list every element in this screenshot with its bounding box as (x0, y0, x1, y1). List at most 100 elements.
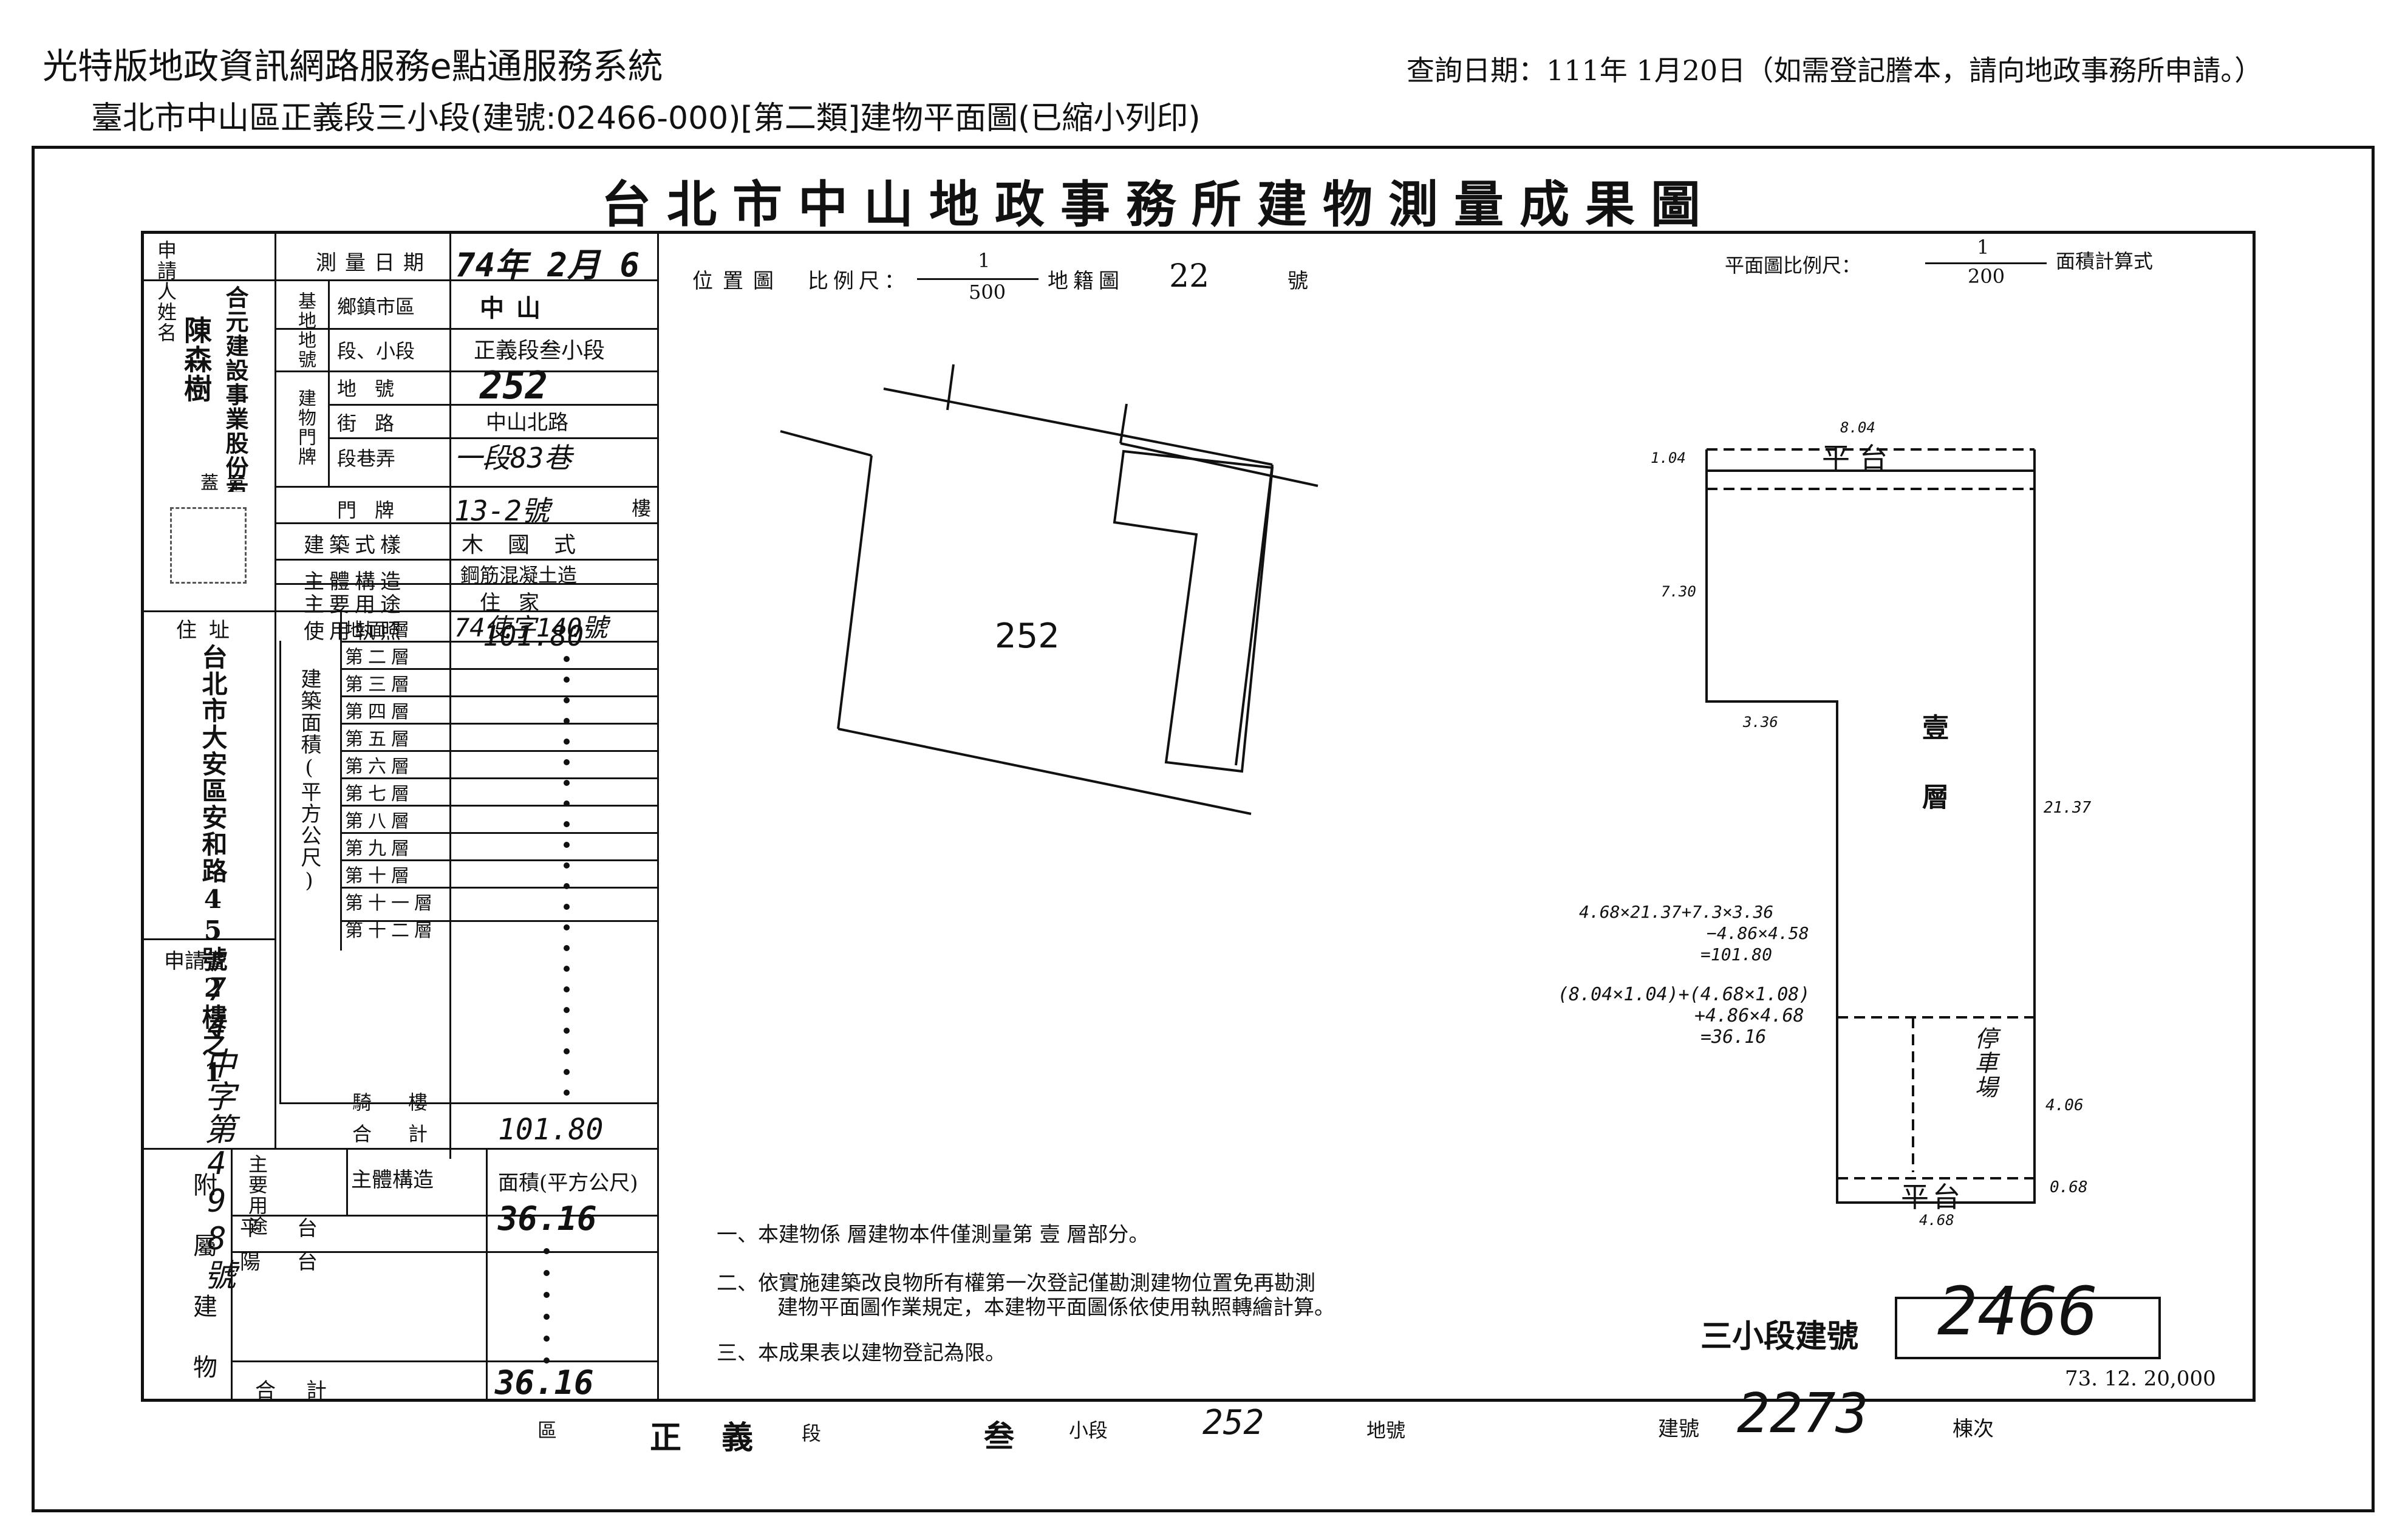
footer-subsection: 叁 (984, 1418, 1014, 1454)
location-scale-den: 500 (969, 281, 1006, 304)
annex-row-use: 平台 (240, 1217, 354, 1241)
floor-row-label: 第八層 (345, 811, 414, 832)
floor-row-label: 第十層 (345, 865, 414, 887)
placeholder-dot (564, 1028, 570, 1034)
placeholder-dot (544, 1248, 550, 1254)
footer-bno-suffix: 棟次 (1953, 1417, 1994, 1441)
section-value: 正義段叁小段 (474, 338, 605, 363)
floor-row-label: 第十二層 (345, 920, 437, 941)
floor-total-area: 101.80 (498, 1113, 604, 1147)
placeholder-dot (564, 656, 570, 662)
dim-label: 4.68 (1919, 1212, 1954, 1229)
annex-row-area: 36.16 (498, 1200, 597, 1238)
location-lot-label: 252 (995, 616, 1060, 656)
system-title: 光特版地政資訊網路服務e點通服務系統 (43, 46, 663, 87)
floor-row-label: 第七層 (345, 783, 414, 805)
survey-form (141, 231, 2256, 1402)
area-calc-line: 4.68×21.37+7.3×3.36 (1579, 902, 1774, 922)
door-plate-label: 建物門牌 (295, 389, 316, 466)
applicant-person: 陳森樹 (180, 316, 213, 403)
seal-label: 蓋章 (200, 473, 254, 494)
note-line: 一、本建物係 層建物本件僅測量第 壹 層部分。 (717, 1223, 1150, 1247)
floor-row-label: 第四層 (345, 701, 414, 723)
building-number-stamp-box (1895, 1297, 2161, 1359)
applicant-label: 申請人姓名 (154, 240, 177, 343)
permit-value: 74使字140號 (454, 613, 608, 643)
survey-date-label: 測量日期 (316, 251, 432, 275)
application-number: 74中字第498號 (199, 972, 235, 1291)
district-label: 鄉鎮市區 (337, 295, 415, 318)
section-label: 段、小段 (337, 340, 415, 363)
floor-row-label: 第六層 (345, 756, 414, 777)
parcel-map-no: 22 (1169, 258, 1210, 295)
placeholder-dot (564, 697, 570, 703)
lot-label: 地號 (337, 377, 413, 400)
footer-lot-suffix: 地號 (1366, 1419, 1406, 1442)
placeholder-dot (564, 862, 570, 869)
floor-plan-drawing (1705, 448, 2036, 1204)
ground-floor-area: 101.80 (483, 620, 584, 652)
area-calc-line: +4.86×4.68 (1694, 1005, 1804, 1026)
dim-label: 3.36 (1743, 714, 1778, 731)
annex-total-label: 合計 (255, 1379, 357, 1403)
street-value: 中山北路 (486, 411, 568, 435)
footer-subsection-suffix: 小段 (1069, 1419, 1108, 1442)
applicant-seal (170, 507, 247, 584)
dim-label: 7.30 (1661, 583, 1696, 600)
parcel-map-label: 地籍圖 (1048, 269, 1124, 293)
floor-suffix-label: 樓 (632, 497, 652, 520)
door-number-label: 門牌 (337, 499, 413, 522)
dim-label: 1.04 (1651, 449, 1686, 466)
placeholder-dot (564, 1007, 570, 1013)
arcade-label: 騎樓 (352, 1091, 465, 1114)
document-frame (32, 146, 2375, 1512)
lane-value: 一段83巷 (454, 442, 572, 474)
building-style-label: 建築式樣 (304, 533, 406, 558)
placeholder-dot (564, 842, 570, 848)
dim-label: 21.37 (2044, 799, 2092, 817)
placeholder-dot (564, 986, 570, 992)
area-calc-line: =36.16 (1700, 1026, 1767, 1048)
stair-label: 停車場 (1971, 1026, 1997, 1099)
note-line: 三、本成果表以建物登記為限。 (717, 1341, 1006, 1365)
location-map-label: 位置圖 (692, 269, 783, 293)
placeholder-dot (564, 759, 570, 765)
placeholder-dot (564, 739, 570, 745)
placeholder-dot (564, 1069, 570, 1075)
building-number-stamp-label: 三小段建號 (1700, 1318, 1859, 1355)
document-subtitle: 臺北市中山區正義段三小段(建號:02466-000)[第二類]建物平面圖(已縮小… (91, 100, 1201, 137)
area-calc-line: −4.86×4.58 (1707, 923, 1809, 943)
placeholder-dot (544, 1357, 550, 1364)
floor-area-group-label: 建築面積(平方公尺) (297, 668, 321, 894)
annex-col-structure: 主體構造 (351, 1168, 434, 1192)
footer-bno-label: 建號 (1658, 1417, 1699, 1441)
site-lot-label: 基地地號 (295, 292, 316, 369)
placeholder-dot (544, 1314, 550, 1320)
parcel-map-suffix: 號 (1288, 269, 1308, 293)
main-use-label: 主要用途 (304, 593, 406, 617)
street-label: 街路 (337, 412, 413, 435)
floor-plan-scale-label: 平面圖比例尺： (1725, 254, 1861, 277)
floor-row-label: 第二層 (345, 647, 414, 668)
footer-bno-value: 2273 (1737, 1382, 1869, 1446)
annex-col-area: 面積(平方公尺) (498, 1171, 638, 1195)
form-code: 73. 12. 20,000 (2065, 1367, 2216, 1391)
placeholder-dot (564, 780, 570, 786)
placeholder-dot (564, 1090, 570, 1096)
building-style-value: 木國式 (462, 533, 601, 558)
location-scale-num: 1 (978, 249, 991, 272)
placeholder-dot (564, 718, 570, 724)
placeholder-dot (564, 904, 570, 910)
area-calc-line: =101.80 (1700, 944, 1773, 964)
floor-total-label: 合計 (352, 1122, 465, 1145)
placeholder-dot (564, 924, 570, 930)
placeholder-dot (564, 966, 570, 972)
placeholder-dot (564, 821, 570, 827)
placeholder-dot (544, 1270, 550, 1276)
permit-label: 使用執照 (304, 620, 406, 644)
annex-total-area: 36.16 (495, 1364, 594, 1402)
building-number-stamp-value: 2466 (1937, 1272, 2098, 1350)
placeholder-dot (564, 1048, 570, 1054)
lane-label: 段巷弄 (337, 447, 396, 470)
placeholder-dot (544, 1292, 550, 1298)
